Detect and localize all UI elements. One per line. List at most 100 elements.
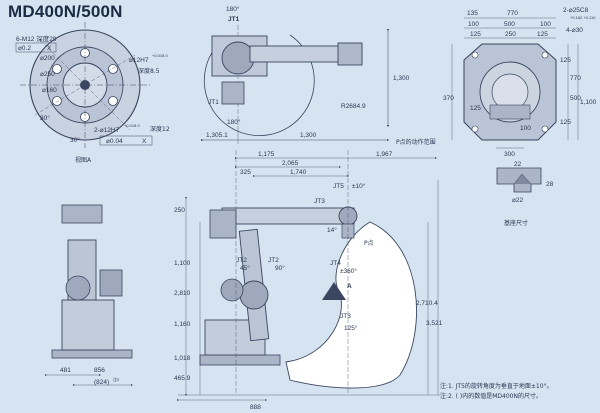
top-radius: R2684.9 [341, 103, 366, 110]
side-counterweight [209, 209, 237, 239]
front-wrist [61, 204, 103, 224]
base-detail-dim-2: ⌀22 [512, 197, 524, 204]
front-view: 481 856 (824) 注2 [45, 204, 133, 386]
base-dim-mid-1: 125 [470, 105, 481, 112]
side-dim-low-1: 325 [240, 169, 251, 176]
base-detail-dim-3: 28 [546, 181, 554, 188]
base-dim-right-3: 1,100 [580, 99, 597, 106]
base-dim-left: 370 [443, 95, 454, 102]
side-jt3-label: JT3 [314, 198, 325, 205]
side-dim-low-2: 1,740 [290, 169, 307, 176]
side-dim-right-2: 3,521 [426, 320, 443, 327]
side-section-label: A [347, 283, 352, 290]
note-1: 注:1. JT5的旋转角度为垂直于地面±10°。 [440, 382, 553, 390]
side-dim-left-4: 1,160 [174, 321, 191, 328]
p-point-range-label: P点的动作范围 [396, 138, 436, 146]
note-2: 注:2. ( )内的数值是MD400N的尺寸。 [440, 392, 542, 400]
side-view: 1,175 1,967 2,065 325 1,740 P点的动作范围 JT5 … [174, 138, 443, 411]
notes: 注:1. JT5的旋转角度为垂直于地面±10°。 注:2. ( )内的数值是MD… [440, 382, 553, 400]
front-base [51, 349, 133, 359]
side-dim-mid-1: 2,065 [282, 160, 299, 167]
flange-pos-ref-1: X [47, 45, 52, 52]
base-view: 135 770 100 500 100 125 250 125 2-⌀25C8 … [443, 7, 597, 227]
base-dim-row-1: 100 [468, 21, 479, 28]
top-motor [221, 81, 245, 105]
base-dim-top-1: 135 [467, 10, 478, 17]
side-dim-left-6: 465.9 [174, 375, 191, 382]
base-dim-row-3: 100 [540, 21, 551, 28]
front-dim-3: (824) [94, 379, 109, 386]
front-dim-1: 481 [60, 367, 71, 374]
top-dim-height: 1,300 [393, 75, 410, 82]
jt1-range-arc [203, 34, 315, 137]
side-dim-left-1: 250 [174, 207, 185, 214]
side-motor [220, 278, 244, 302]
flange-pin-hole-2-tol: +0.018 0 [124, 123, 140, 128]
flange-depth-1: 深度8.5 [138, 67, 160, 75]
flange-pos-tol-1: ⌀0.2 [18, 45, 31, 52]
side-dim-bottom: 888 [250, 404, 261, 411]
top-view: 180° JT1 JT1 180° 1,305.1 1,300 1,300 R2… [200, 5, 410, 144]
side-jt2-angle-2: 90° [275, 264, 285, 272]
base-dim-top-2: 770 [507, 10, 518, 17]
flange-pos-tol-2: ⌀0.04 [106, 138, 123, 145]
top-angle-bottom: 180° [227, 118, 241, 126]
page-title: MD400N/500N [8, 2, 123, 21]
top-dim-right: 1,300 [300, 132, 317, 139]
base-dim-row-6: 125 [537, 31, 548, 38]
flange-pos-ref-2: X [142, 138, 147, 145]
front-dim-3-note: 注2 [113, 376, 120, 382]
side-base [199, 354, 281, 366]
front-joint [65, 275, 91, 301]
side-dim-right-1: 2,710.4 [416, 300, 438, 307]
base-detail-caption: 基座尺寸 [504, 219, 528, 227]
side-jt3-angle: 125° [344, 324, 358, 332]
base-dim-right-5: 500 [570, 95, 581, 102]
side-dim-left-5: 1,018 [174, 355, 191, 362]
flange-pin-hole-tol: +0.018 0 [152, 53, 168, 58]
base-hole-label: 2-⌀25C8 [563, 7, 589, 14]
base-hole-tol: +0.162 +0.110 [570, 15, 596, 20]
base-dim-row-2: 500 [504, 21, 515, 28]
base-dim-row-4: 125 [470, 31, 481, 38]
side-jt2-angle-1: 45° [240, 264, 250, 272]
side-dim-top-1: 1,175 [258, 151, 275, 158]
base-dim-row-5: 250 [505, 31, 516, 38]
side-jt5-angle: ±10° [352, 182, 366, 190]
flange-caption: 视图A [75, 156, 92, 164]
front-dim-2: 856 [94, 367, 105, 374]
front-motor [99, 269, 123, 297]
top-turret [221, 41, 255, 75]
side-dim-left-2: 1,100 [174, 260, 191, 267]
top-axis-label: JT1 [228, 16, 240, 23]
base-hole-2: 4-⌀30 [566, 27, 583, 34]
p-point-range [285, 221, 417, 389]
flange-angle-2: 30° [70, 136, 80, 144]
side-dim-top-2: 1,967 [376, 151, 393, 158]
flange-pin-hole-2: 2-⌀12H7 [94, 127, 120, 134]
side-jt5-label: JT5 [333, 183, 344, 190]
side-jt2-joint [239, 280, 269, 310]
top-dim-left: 1,305.1 [206, 132, 228, 139]
side-dim-left-3: 2,810 [174, 290, 191, 297]
side-angle-14: 14° [327, 226, 337, 234]
side-upper-arm [221, 207, 355, 225]
flange-depth-2: 深度12 [150, 125, 170, 133]
base-dim-mid-2: 100 [520, 125, 531, 132]
flange-dia-1: ⌀200 [40, 55, 55, 62]
base-holes [471, 51, 549, 133]
flange-pin-hole: ⌀12H7 [129, 57, 149, 64]
base-dim-right-4: 125 [560, 119, 571, 126]
top-axis-side: JT1 [208, 99, 219, 106]
flange-angle-1: 30° [40, 114, 50, 122]
section-a-arrow [322, 282, 346, 300]
front-turret [61, 299, 115, 351]
side-jt4-angle: ±360° [340, 267, 357, 275]
side-jt3-label-2: JT3 [340, 313, 351, 320]
flange-tap-label: 6-M12 深度29 [16, 34, 57, 43]
flange-dia-2: ⌀250 [40, 71, 55, 78]
side-jt2-label-2: JT2 [268, 257, 279, 264]
side-jt2-label-1: JT2 [236, 257, 247, 264]
